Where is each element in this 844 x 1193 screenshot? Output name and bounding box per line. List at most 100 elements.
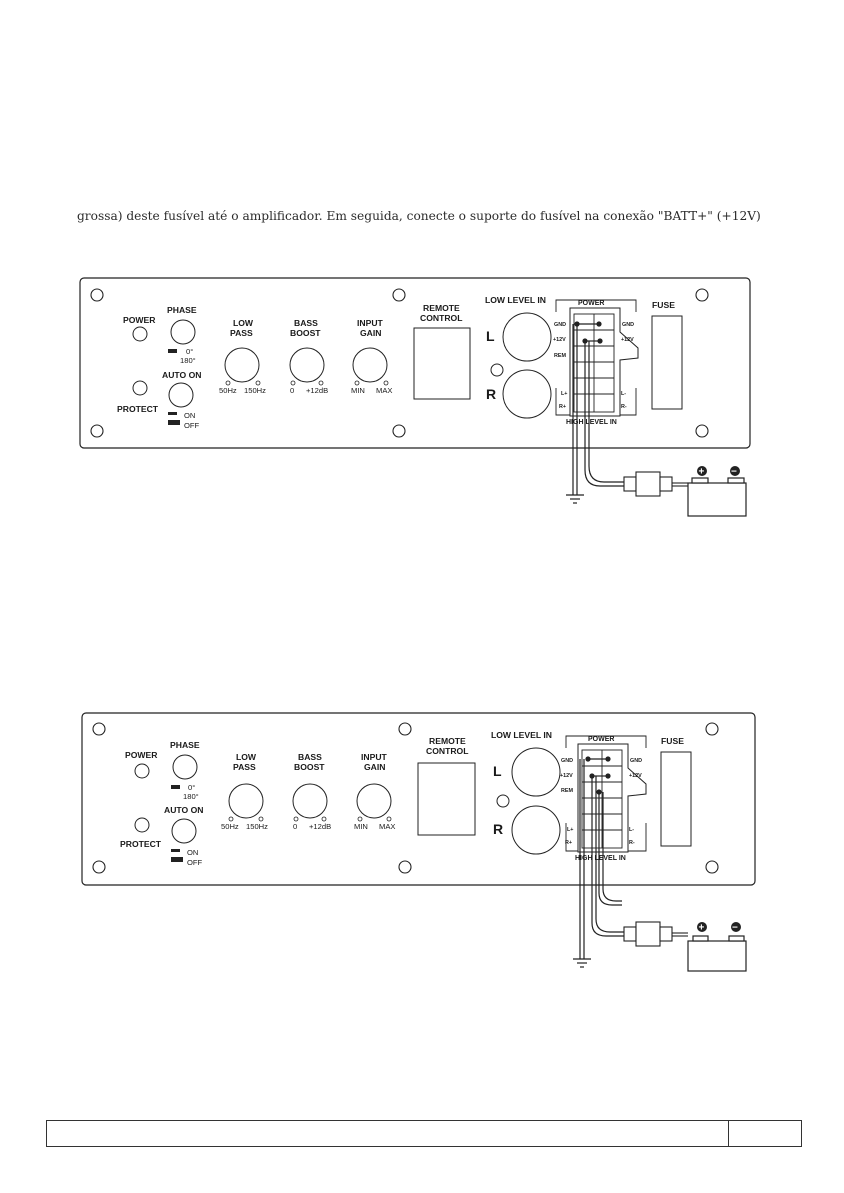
- bass-boost-knob-2[interactable]: [292, 783, 328, 819]
- remote-control-label-2: CONTROL: [420, 313, 463, 323]
- phase-switch-2[interactable]: [172, 754, 198, 780]
- auto-on-marker-off: [168, 420, 180, 425]
- p12v-label-left-2: +12V: [560, 773, 573, 779]
- rca-left-jack-2[interactable]: [511, 747, 561, 797]
- input-gain-label-b: INPUT: [361, 752, 388, 762]
- l-minus-label: L-: [621, 391, 626, 397]
- input-gain-max-label-2: MAX: [379, 822, 395, 831]
- auto-on-on-label: ON: [184, 411, 195, 420]
- bass-boost-label-2: BOOST: [290, 328, 321, 338]
- channel-l-label-2: L: [493, 763, 502, 779]
- inline-fuse-holder-2: [623, 921, 688, 947]
- input-gain-max-label: MAX: [376, 386, 392, 395]
- phase-180-label-2: 180°: [183, 792, 199, 801]
- panel-screws: [90, 288, 709, 438]
- battery-negative-icon: [730, 466, 740, 476]
- bass-boost-max-label-2: +12dB: [309, 822, 331, 831]
- fuse-slot-2[interactable]: [660, 751, 692, 847]
- terminal-block-2[interactable]: [581, 749, 623, 849]
- remote-control-label-b2: CONTROL: [426, 746, 469, 756]
- remote-control-port-2[interactable]: [417, 762, 476, 836]
- low-pass-min-label-2: 50Hz: [221, 822, 239, 831]
- low-pass-knob-2[interactable]: [228, 783, 264, 819]
- protect-label: PROTECT: [117, 404, 159, 414]
- wiring-2: [573, 756, 624, 968]
- phase-switch[interactable]: [170, 319, 196, 345]
- battery-positive-icon: [697, 466, 707, 476]
- bass-boost-max-label: +12dB: [306, 386, 328, 395]
- low-pass-max-label-2: 150Hz: [246, 822, 268, 831]
- low-pass-min-label: 50Hz: [219, 386, 237, 395]
- remote-control-label: REMOTE: [423, 303, 460, 313]
- bass-boost-min-label: 0: [290, 386, 294, 395]
- gnd-label-left-2: GND: [561, 758, 573, 764]
- wiring-diagram-2: POWER PROTECT PHASE 0° 180° AUTO ON ON O…: [81, 712, 756, 972]
- gnd-label-right: GND: [622, 322, 634, 328]
- rca-small-hole-2: [496, 794, 510, 808]
- wiring: [566, 321, 624, 504]
- low-level-in-label: LOW LEVEL IN: [485, 295, 546, 305]
- low-pass-label-b: LOW: [236, 752, 257, 762]
- auto-on-switch[interactable]: [168, 382, 194, 408]
- rca-left-jack[interactable]: [502, 312, 552, 362]
- input-gain-knob-2[interactable]: [356, 783, 392, 819]
- phase-0-label: 0°: [186, 347, 193, 356]
- rem-label-2: REM: [561, 788, 573, 794]
- input-gain-min-label: MIN: [351, 386, 365, 395]
- battery: [687, 477, 747, 517]
- bass-boost-min-label-2: 0: [293, 822, 297, 831]
- remote-control-port[interactable]: [413, 327, 471, 400]
- battery-negative-symbol-2: −: [732, 923, 738, 934]
- fuse-label: FUSE: [652, 300, 675, 310]
- protect-led: [132, 380, 148, 396]
- intro-text: grossa) deste fusível até o amplificador…: [77, 209, 761, 223]
- rca-right-jack[interactable]: [502, 369, 552, 419]
- remote-control-label-b: REMOTE: [429, 736, 466, 746]
- bass-boost-label: BASS: [294, 318, 318, 328]
- battery-positive-symbol: +: [699, 467, 705, 478]
- battery-2: [687, 935, 747, 972]
- p12v-label-right-2: +12V: [629, 773, 642, 779]
- low-pass-label-2: PASS: [230, 328, 253, 338]
- page-footer: [46, 1120, 802, 1147]
- auto-on-marker-on: [168, 412, 177, 415]
- l-plus-label: L+: [561, 391, 567, 397]
- inline-fuse-holder: [623, 471, 688, 497]
- channel-r-label: R: [486, 386, 496, 402]
- rca-right-jack-2[interactable]: [511, 805, 561, 855]
- battery-negative-symbol: −: [731, 467, 737, 478]
- auto-on-off-label-2: OFF: [187, 858, 203, 867]
- input-gain-label: INPUT: [357, 318, 384, 328]
- fuse-label-2: FUSE: [661, 736, 684, 746]
- power-block-label-2: POWER: [588, 736, 614, 743]
- rca-small-hole: [490, 363, 504, 377]
- phase-180-label: 180°: [180, 356, 196, 365]
- auto-on-switch-2[interactable]: [171, 818, 197, 844]
- bass-boost-knob[interactable]: [289, 347, 325, 383]
- fuse-slot[interactable]: [651, 315, 683, 410]
- protect-label-2: PROTECT: [120, 839, 162, 849]
- rem-label: REM: [554, 353, 566, 359]
- battery-negative-icon-2: [731, 922, 741, 932]
- terminal-block[interactable]: [573, 313, 615, 413]
- high-level-in-label: HIGH LEVEL IN: [566, 419, 617, 426]
- channel-l-label: L: [486, 328, 495, 344]
- phase-label-2: PHASE: [170, 740, 200, 750]
- input-gain-knob[interactable]: [352, 347, 388, 383]
- connector-bracket-top: [555, 299, 637, 312]
- r-plus-label-2: R+: [565, 840, 572, 846]
- l-minus-label-2: L-: [629, 827, 634, 833]
- power-label-2: POWER: [125, 750, 158, 760]
- input-gain-min-label-2: MIN: [354, 822, 368, 831]
- r-minus-label-2: R-: [629, 840, 635, 846]
- p12v-label-left: +12V: [553, 337, 566, 343]
- phase-label: PHASE: [167, 305, 197, 315]
- auto-on-on-label-2: ON: [187, 848, 198, 857]
- gnd-label-left: GND: [554, 322, 566, 328]
- auto-on-label-2: AUTO ON: [164, 805, 203, 815]
- low-pass-knob[interactable]: [224, 347, 260, 383]
- bass-boost-label-b2: BOOST: [294, 762, 325, 772]
- page-number-cell: [728, 1121, 801, 1146]
- power-led: [132, 326, 148, 342]
- phase-0-label-2: 0°: [188, 783, 195, 792]
